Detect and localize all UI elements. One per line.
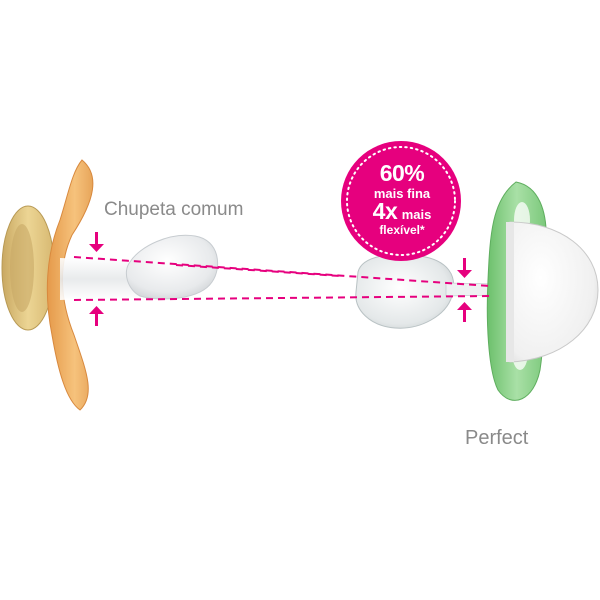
badge-thinner-text: mais fina — [373, 186, 431, 201]
bulb-guide-line — [175, 264, 341, 277]
badge-percent: 60% — [379, 160, 425, 186]
thickness-guide-lines — [73, 256, 491, 301]
badge-multiplier: 4x — [372, 198, 398, 224]
left-bottom-arrow-shaft — [95, 314, 98, 326]
common-pacifier-label: Chupeta comum — [104, 199, 244, 220]
left-thickness-arrows — [89, 232, 104, 326]
common-pacifier — [1, 159, 219, 411]
right-bottom-arrow-head — [457, 302, 472, 310]
badge-flex-line: 4x mais — [344, 200, 460, 223]
right-bottom-arrow-shaft — [463, 310, 466, 322]
top-guide-line — [73, 256, 491, 287]
right-top-arrow-head — [457, 270, 472, 278]
left-bottom-arrow-head — [89, 306, 104, 314]
badge-more-text: mais — [401, 207, 432, 222]
right-top-arrow-shaft — [463, 258, 466, 270]
left-top-arrow-head — [89, 244, 104, 252]
right-thickness-arrows — [457, 258, 472, 322]
badge-flexible-text: flexível* — [379, 223, 425, 237]
bottom-guide-line — [73, 295, 491, 301]
perfect-pacifier-label: Perfect — [465, 427, 529, 449]
badge-text: 60% mais fina 4x mais flexível* — [344, 160, 460, 237]
perfect-pacifier — [355, 181, 599, 401]
left-top-arrow-shaft — [95, 232, 98, 244]
highlight-badge — [341, 141, 461, 261]
